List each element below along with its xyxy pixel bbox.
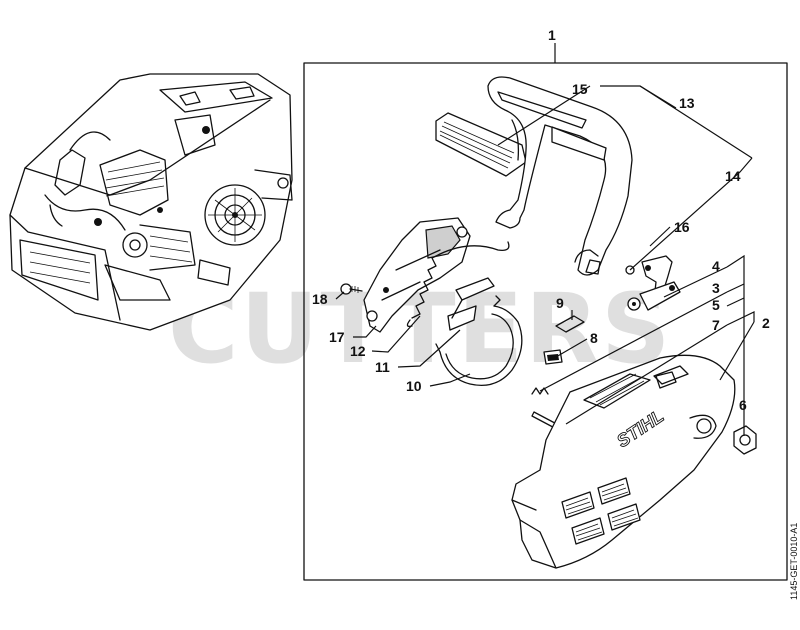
hand-guard-part — [487, 76, 633, 276]
callout-labels: 1 2 3 4 5 6 7 8 9 10 11 12 13 14 15 16 1… — [312, 27, 770, 413]
engine-body-drawing — [9, 73, 293, 331]
callout-1: 1 — [548, 27, 556, 43]
reference-code: 1145-GET-0010-A1 — [789, 523, 799, 600]
screw-part — [340, 283, 363, 295]
plate-part — [543, 349, 563, 365]
assembly-frame — [303, 62, 788, 581]
leader-lines — [335, 43, 755, 436]
callout-2: 2 — [762, 315, 770, 331]
callout-7: 7 — [712, 317, 720, 333]
callout-15: 15 — [572, 81, 588, 97]
callout-4: 4 — [712, 258, 720, 274]
callout-16: 16 — [674, 219, 690, 235]
compression-spring-part — [531, 387, 549, 395]
callout-8: 8 — [590, 330, 598, 346]
callout-6: 6 — [739, 397, 747, 413]
bell-crank-part — [627, 281, 681, 311]
callout-17: 17 — [329, 329, 345, 345]
callout-18: 18 — [312, 291, 328, 307]
callout-11: 11 — [375, 359, 390, 375]
callout-10: 10 — [406, 378, 422, 394]
small-clip-part — [555, 315, 585, 333]
retainer-clip-part — [447, 277, 495, 331]
callout-14: 14 — [725, 168, 741, 184]
callout-9: 9 — [556, 295, 564, 311]
collar-nut-part — [733, 425, 757, 455]
callout-13: 13 — [679, 95, 695, 111]
sprocket-cover-part: STIHL — [511, 354, 736, 569]
brake-carrier-part — [363, 217, 471, 333]
watermark-text: CUTTERS — [168, 273, 672, 385]
callout-5: 5 — [712, 297, 720, 313]
callout-3: 3 — [712, 280, 720, 296]
callout-12: 12 — [350, 343, 366, 359]
